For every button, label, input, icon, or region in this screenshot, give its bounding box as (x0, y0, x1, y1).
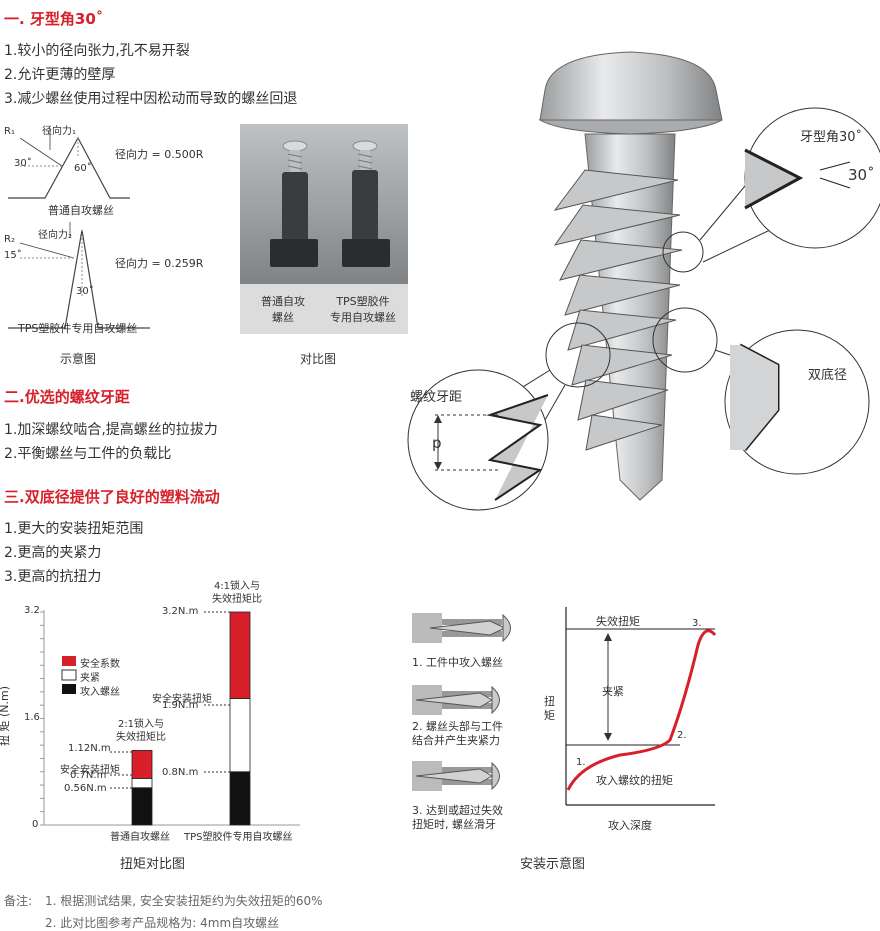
section2-item-1: 1.加深螺纹啮合,提高螺丝的拉拔力 (4, 422, 218, 438)
standard-screw-label: 普通自攻螺丝 (48, 204, 114, 217)
r2-label: R₂ (4, 234, 15, 245)
install-ylabel: 扭 矩 (544, 695, 555, 722)
curve-point-2: 2. (677, 730, 687, 741)
angle15-label: 15˚ (4, 250, 22, 261)
radial1-label: 径向力₁ (42, 126, 77, 137)
bar1-top-label: 1.12N.m (68, 743, 111, 754)
r1-label: R₁ (4, 126, 15, 137)
angle30b-label: 30˚ (76, 286, 94, 297)
section1-title: 一. 牙型角30˚ (4, 10, 104, 28)
step3-image (412, 761, 500, 791)
legend-safety-swatch (62, 656, 76, 666)
torque-chart-caption: 扭矩对比图 (120, 857, 186, 872)
section3-title: 三.双底径提供了良好的塑料流动 (4, 488, 220, 506)
bar2-low-label: 0.8N.m (162, 767, 199, 778)
photo-caption: 对比图 (300, 352, 337, 366)
ytick-0: 0 (32, 819, 39, 830)
curve-point-1: 1. (576, 757, 586, 768)
install-xlabel: 攻入深度 (608, 819, 652, 832)
double-root-label: 双底径 (808, 368, 848, 383)
schematic-caption: 示意图 (60, 352, 97, 366)
screw-diagram (407, 51, 880, 511)
force2-label: 径向力 = 0.259R (115, 257, 204, 270)
bar2-top-label: 3.2N.m (162, 606, 199, 617)
bar2-safe-label: 安全安装扭矩 (152, 694, 212, 705)
legend-safety: 安全系数 (80, 659, 120, 670)
section1-item-2: 2.允许更薄的壁厚 (4, 67, 116, 83)
notes-prefix: 备注: (4, 894, 33, 908)
torque-chart (40, 610, 300, 826)
x-category-2: TPS塑胶件专用自攻螺丝 (184, 832, 293, 843)
section1-item-3: 3.减少螺丝使用过程中因松动而导致的螺丝回退 (4, 91, 298, 107)
bar-2-safety (229, 611, 251, 699)
x-category-1: 普通自攻螺丝 (110, 832, 170, 843)
bar1-low-label: 0.56N.m (64, 783, 107, 794)
section2-item-2: 2.平衡螺丝与工件的负载比 (4, 446, 172, 462)
photo-left-label: 普通自攻 螺丝 (261, 295, 305, 324)
legend-clamp: 夹紧 (80, 673, 100, 684)
thread-schematic (8, 128, 150, 329)
clamp-label: 夹紧 (602, 685, 624, 698)
install-step-3: 3. 达到或超过失效 扭矩时, 螺丝滑牙 (412, 804, 503, 831)
note-2: 2. 此对比图参考产品规格为: 4mm自攻螺丝 (45, 916, 280, 930)
fail-torque-label: 失效扭矩 (596, 615, 640, 628)
install-caption: 安装示意图 (520, 857, 586, 872)
section1-item-1: 1.较小的径向张力,孔不易开裂 (4, 43, 190, 59)
bar-1-clamp (131, 778, 153, 789)
ytick-3.2: 3.2 (24, 605, 40, 616)
install-torque-curve (565, 607, 717, 806)
note-1: 1. 根据测试结果, 安全安装扭矩约为失效扭矩的60% (45, 894, 323, 908)
thread-angle-label: 牙型角30˚ (800, 130, 863, 145)
legend-drive-swatch (62, 684, 76, 694)
comparison-photo: 普通自攻 螺丝 TPS塑胶件 专用自攻螺丝 (240, 124, 408, 334)
step1-image (412, 613, 511, 643)
drive-torque-label: 攻入螺纹的扭矩 (596, 774, 673, 787)
tps-screw-label: TPS塑胶件专用自攻螺丝 (18, 322, 138, 335)
section2-title: 二.优选的螺纹牙距 (4, 388, 130, 406)
angle30-label: 30˚ (14, 158, 32, 169)
bar2-ratio: 4:1锁入与 失效扭矩比 (212, 581, 262, 605)
bar1-ratio: 2:1锁入与 失效扭矩比 (116, 719, 166, 743)
radial2-label: 径向力₂ (38, 230, 73, 241)
ytick-1.6: 1.6 (24, 712, 40, 723)
thread-angle-value: 30˚ (848, 166, 875, 184)
angle60-label: 60˚ (74, 163, 92, 174)
bar-1-drive (131, 787, 153, 826)
legend-drive: 攻入螺丝 (80, 687, 120, 698)
photo-right-label: TPS塑胶件 专用自攻螺丝 (330, 295, 396, 324)
install-steps-illustration (412, 613, 511, 791)
section3-item-2: 2.更高的夹紧力 (4, 545, 102, 561)
bar1-safe-label: 安全安装扭矩 (60, 765, 120, 776)
bar-1-safety (131, 750, 153, 779)
step2-image (412, 685, 500, 715)
pitch-label: 螺纹牙距 (410, 390, 463, 405)
torque-ylabel: 扭 矩 (N.m) (0, 685, 12, 746)
install-step-1: 1. 工件中攻入螺丝 (412, 656, 503, 669)
curve-point-3: 3. (692, 618, 702, 629)
screws-photo-image (240, 124, 408, 284)
bar1-mid-label: 0.7N.m (70, 770, 107, 781)
pitch-p-label: p (432, 434, 442, 452)
force1-label: 径向力 = 0.500R (115, 148, 204, 161)
bar-2-drive (229, 771, 251, 826)
bar2-mid-label: 1.9N.m (162, 700, 199, 711)
section3-item-1: 1.更大的安装扭矩范围 (4, 521, 144, 537)
install-step-2: 2. 螺丝头部与工件 结合并产生夹紧力 (412, 720, 503, 747)
legend-clamp-swatch (61, 669, 77, 681)
section3-item-3: 3.更高的抗扭力 (4, 569, 102, 585)
bar-2-clamp (229, 698, 251, 773)
